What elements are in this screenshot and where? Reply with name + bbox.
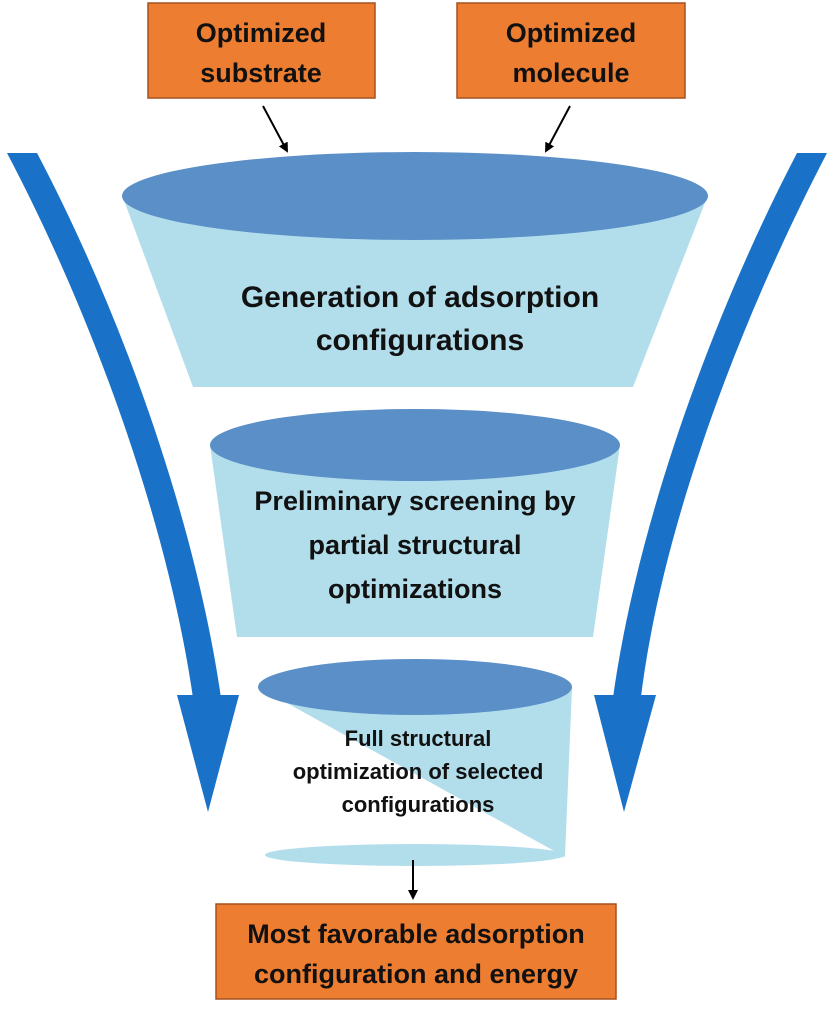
right-curved-arrow <box>594 153 827 812</box>
input-box-molecule: Optimized molecule <box>456 2 686 99</box>
output-line-1: Most favorable adsorption <box>247 919 585 949</box>
molecule-connector-arrow <box>545 105 571 153</box>
output-box: Most favorable adsorption configuration … <box>215 903 617 1000</box>
stage-3-line-3: configurations <box>342 792 495 817</box>
input-substrate-line-1: Optimized <box>196 18 327 48</box>
input-box-substrate: Optimized substrate <box>147 2 376 99</box>
input-molecule-line-1: Optimized <box>506 18 637 48</box>
stage-2-line-3: optimizations <box>328 574 502 604</box>
funnel-stage-2: Preliminary screening by partial structu… <box>210 409 620 637</box>
output-line-2: configuration and energy <box>254 959 578 989</box>
substrate-connector-arrow <box>262 105 288 153</box>
input-molecule-line-2: molecule <box>512 58 629 88</box>
stage-2-line-2: partial structural <box>308 530 521 560</box>
left-curved-arrow <box>7 153 239 812</box>
stage-2-line-1: Preliminary screening by <box>254 486 575 516</box>
funnel-stage-1: Generation of adsorption configurations <box>122 152 708 387</box>
input-substrate-line-2: substrate <box>200 58 322 88</box>
funnel-stage-3: Full structural optimization of selected… <box>258 659 572 866</box>
stage-3-line-1: Full structural <box>345 726 492 751</box>
stage-1-line-1: Generation of adsorption <box>241 281 599 314</box>
stage-3-line-2: optimization of selected <box>293 759 544 784</box>
stage-1-line-2: configurations <box>316 324 524 357</box>
